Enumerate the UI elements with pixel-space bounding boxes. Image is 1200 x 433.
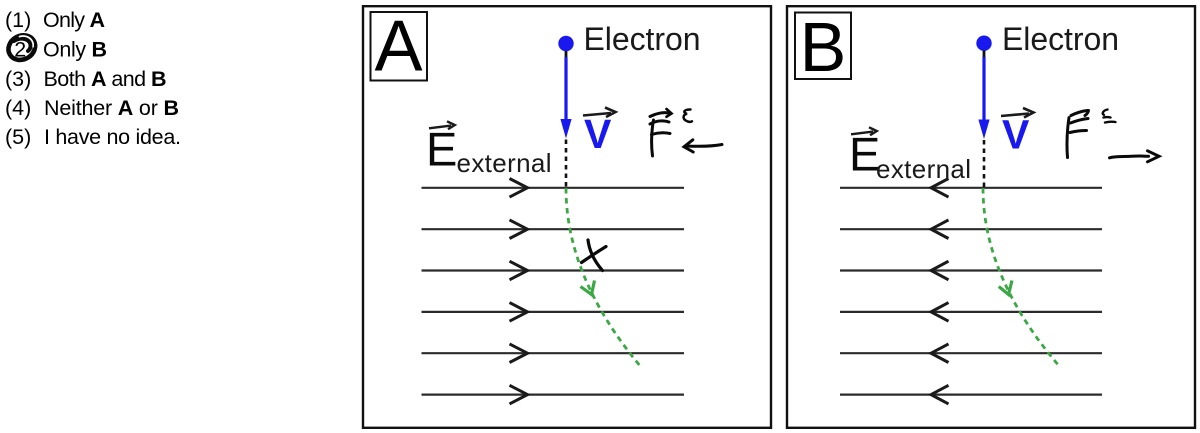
svg-text:(4): (4)	[5, 96, 31, 120]
svg-text:2: 2	[14, 38, 26, 62]
svg-text:Only B: Only B	[43, 38, 107, 62]
svg-text:Electron: Electron	[1002, 21, 1119, 57]
svg-text:Electron: Electron	[584, 21, 701, 57]
svg-text:B: B	[800, 8, 847, 86]
svg-text:E: E	[849, 128, 880, 181]
svg-text:V: V	[1002, 112, 1030, 158]
svg-text:(5): (5)	[5, 125, 31, 149]
svg-text:external: external	[876, 154, 971, 184]
svg-text:Neither A or B: Neither A or B	[44, 96, 179, 120]
svg-text:Both A and B: Both A and B	[44, 67, 167, 91]
svg-text:Only A: Only A	[43, 8, 105, 32]
svg-text:I have no idea.: I have no idea.	[44, 125, 181, 149]
svg-text:A: A	[374, 7, 422, 87]
svg-text:E: E	[426, 123, 457, 176]
svg-text:(1): (1)	[5, 8, 31, 32]
svg-text:V: V	[584, 111, 612, 157]
svg-text:external: external	[457, 148, 552, 178]
svg-text:(3): (3)	[5, 67, 31, 91]
